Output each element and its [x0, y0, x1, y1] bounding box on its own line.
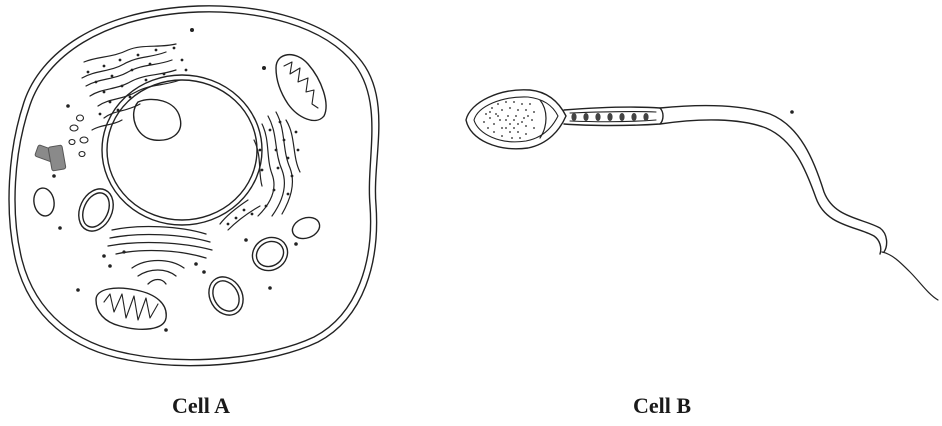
nucleus-inner [107, 80, 257, 220]
vacuole-right [246, 231, 293, 277]
cell-b-drawing [466, 90, 938, 300]
caption-cell-a: Cell A [172, 393, 230, 419]
nucleus-outer [102, 75, 262, 225]
sperm-midpiece-inner [570, 112, 656, 122]
rough-er-right [220, 112, 300, 230]
rough-er-left [82, 44, 180, 130]
sperm-tail-end [882, 252, 938, 300]
mitochondrion-bottom [96, 288, 166, 329]
sperm-head-outer [466, 90, 566, 149]
cell-a-membrane-outer [9, 6, 379, 366]
cell-a-membrane-inner [15, 12, 372, 360]
vacuole-right-small [289, 214, 322, 242]
stray-dot [790, 110, 794, 114]
cell-a-drawing [9, 6, 379, 366]
sperm-tail-inner [660, 120, 881, 254]
vacuole-left-inner [72, 183, 120, 236]
nucleolus [134, 99, 181, 140]
vacuole-left [32, 186, 57, 217]
sperm-midpiece-mitochondria [571, 113, 648, 121]
mitochondrion-top-right [276, 55, 326, 121]
vacuole-bottom-right [202, 271, 250, 322]
sperm-tail-outer [660, 106, 887, 252]
vesicles-left [69, 115, 88, 157]
centriole [35, 145, 66, 171]
caption-cell-b: Cell B [633, 393, 691, 419]
golgi-apparatus [108, 227, 212, 284]
sperm-head-nucleus [483, 101, 535, 139]
